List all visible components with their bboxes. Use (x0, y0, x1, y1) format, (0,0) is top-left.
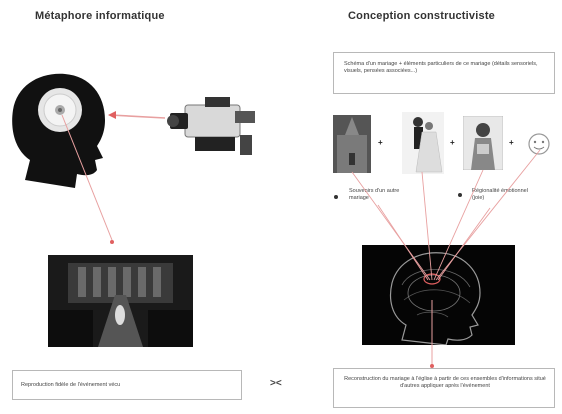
bullet-other-wedding (334, 195, 338, 199)
bride-groom-image (402, 112, 444, 174)
right-column-title: Conception constructiviste (348, 10, 495, 22)
smiley-face-icon (523, 128, 555, 160)
head-with-disc-illustration (5, 70, 115, 190)
brain-scan-head-image (362, 245, 515, 345)
church-building-image (333, 115, 371, 173)
left-bottom-text: Reproduction fidèle de l'événement vécu (13, 371, 241, 400)
plus-sign-3: + (509, 138, 514, 147)
plus-sign-1: + (378, 138, 383, 147)
right-bottom-box: Reconstruction du mariage à l'église à p… (333, 368, 555, 408)
camera-to-head-line (110, 115, 165, 118)
church-endpoint-dot (110, 240, 114, 244)
church-wedding-photo (48, 255, 193, 347)
left-bottom-box: Reproduction fidèle de l'événement vécu (12, 370, 242, 400)
right-top-box-text: Schéma d'un mariage + éléments particuli… (334, 53, 554, 75)
right-bottom-text: Reconstruction du mariage à l'église à p… (334, 369, 554, 390)
versus-symbol: >< (270, 378, 282, 389)
left-column-title: Métaphore informatique (35, 10, 165, 22)
video-camera-illustration (165, 95, 260, 160)
bride-portrait-image (463, 116, 503, 170)
label-regional-emotion: Régionalité émotionnel (joie) (472, 188, 537, 202)
label-other-wedding: Souvenirs d'un autre mariage (349, 188, 404, 202)
right-top-box: Schéma d'un mariage + éléments particuli… (333, 52, 555, 94)
bullet-regional (458, 193, 462, 197)
plus-sign-2: + (450, 138, 455, 147)
